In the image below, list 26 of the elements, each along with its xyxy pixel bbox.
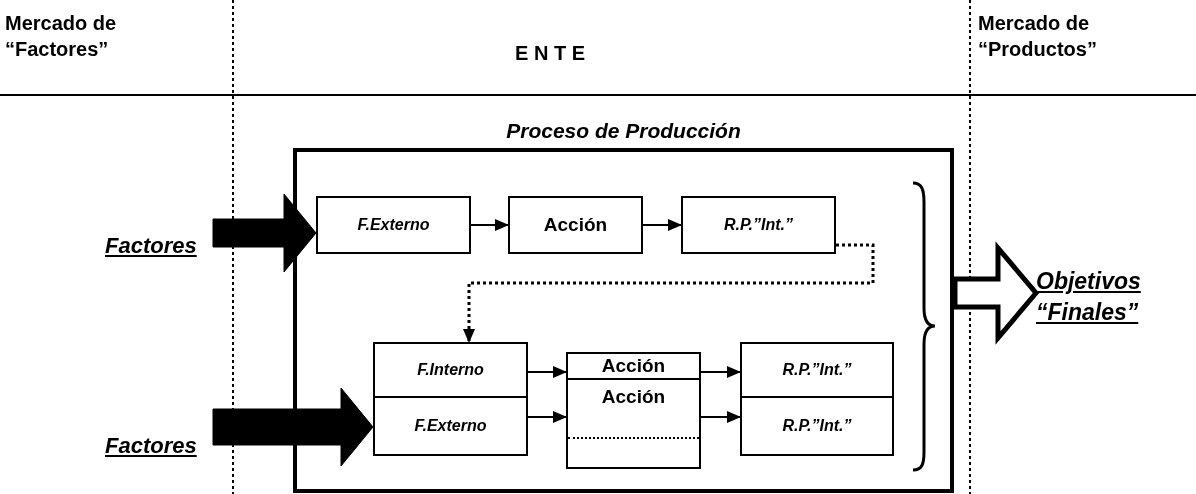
process-box: F.Externo [316,196,471,254]
header-label: Mercado de “Productos” [978,11,1098,62]
arrow [470,219,509,231]
process-box: R.P.”Int.” [740,396,894,456]
action-box: Acción [566,378,701,469]
process-box: F.Interno [373,342,528,398]
output-label: Objetivos “Finales” [1036,262,1194,328]
header-label: Mercado de “Factores” [5,11,118,62]
process-box: R.P.”Int.” [681,196,836,254]
header-label: E N T E [514,41,586,66]
action-box: Acción [566,352,701,380]
frame-heading: Proceso de Producción [505,118,742,144]
process-box: R.P.”Int.” [740,342,894,398]
arrow [527,366,567,378]
process-box: F.Externo [373,396,528,456]
block-arrow [212,387,374,467]
block-arrow [212,193,317,273]
arrow [700,366,741,378]
arrow [700,411,741,423]
dotted-arrow [463,243,875,343]
action-box: Acción [508,196,643,254]
hollow-block-arrow [952,241,1040,345]
arrow [642,219,682,231]
input-label: Factores [105,412,213,460]
arrow [527,411,567,423]
input-label: Factores [105,215,213,260]
